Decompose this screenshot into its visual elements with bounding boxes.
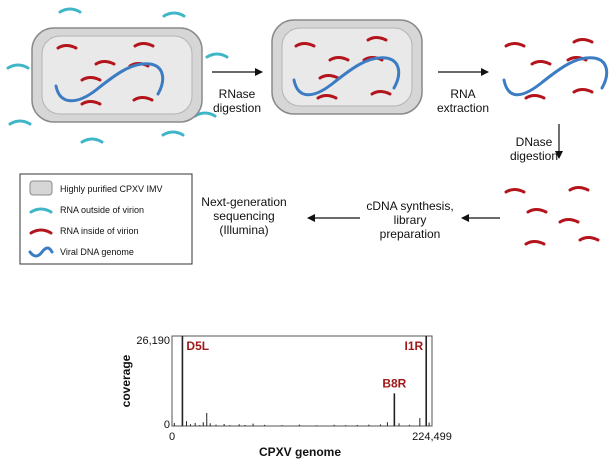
dna-genome-3 xyxy=(502,56,609,97)
virion-panel-2 xyxy=(271,19,423,115)
dna-genome-2 xyxy=(292,56,401,97)
legend-label-1: RNA outside of virion xyxy=(60,205,144,215)
ngs-label-1: Next-generation xyxy=(201,195,286,209)
dnase-label-1: DNase xyxy=(516,135,553,149)
x-tick-zero: 0 xyxy=(169,431,175,443)
rnase-label-2: digestion xyxy=(213,101,261,115)
legend-label-2: RNA inside of virion xyxy=(60,226,139,236)
peak-labels: D5L B8R I1R xyxy=(186,339,423,390)
cdna-label-3: preparation xyxy=(380,227,441,241)
teal-rna-icon xyxy=(29,207,53,214)
coverage-chart: 26,190 0 coverage 0 224,499 CPXV genome … xyxy=(119,335,452,459)
peak-label-i1r: I1R xyxy=(405,339,424,353)
coverage-series xyxy=(173,336,430,426)
ngs-label-2: sequencing xyxy=(213,209,274,223)
red-rna-icon xyxy=(29,228,53,235)
peak-label-b8r: B8R xyxy=(382,376,406,390)
outside-rna-8 xyxy=(161,130,185,137)
peak-label-d5l: D5L xyxy=(186,339,209,353)
outside-rna-7 xyxy=(80,137,104,144)
x-axis-label: CPXV genome xyxy=(259,445,341,459)
legend-label-0: Highly purified CPXV IMV xyxy=(60,184,163,194)
extracted-panel xyxy=(502,38,609,100)
ngs-label-3: (Illumina) xyxy=(219,223,268,237)
outside-rna-2 xyxy=(162,11,186,18)
plot-frame xyxy=(171,335,433,427)
blue-dna-icon xyxy=(28,246,54,258)
outside-rna-4 xyxy=(8,119,32,126)
y-tick-zero: 0 xyxy=(164,419,170,431)
rna-only-panel xyxy=(504,186,600,246)
legend: Highly purified CPXV IMV RNA outside of … xyxy=(19,173,193,265)
dna-genome-1 xyxy=(54,62,165,103)
y-axis-label: coverage xyxy=(119,354,133,407)
x-tick-max: 224,499 xyxy=(412,431,452,443)
rna-label-1: RNA xyxy=(450,87,475,101)
outside-rna-3 xyxy=(6,63,30,70)
y-tick-max: 26,190 xyxy=(136,335,170,347)
rnase-label-1: RNase xyxy=(219,87,256,101)
dnase-label-2: digestion xyxy=(510,149,558,163)
outside-rna-5 xyxy=(205,52,229,59)
virion-panel-1 xyxy=(6,7,229,144)
rna-label-2: extraction xyxy=(437,101,489,115)
cdna-label-1: cDNA synthesis, xyxy=(366,199,453,213)
cdna-label-2: library xyxy=(394,213,427,227)
virion-box-icon xyxy=(29,180,53,196)
outside-rna-1 xyxy=(58,7,82,14)
legend-label-3: Viral DNA genome xyxy=(60,247,134,257)
